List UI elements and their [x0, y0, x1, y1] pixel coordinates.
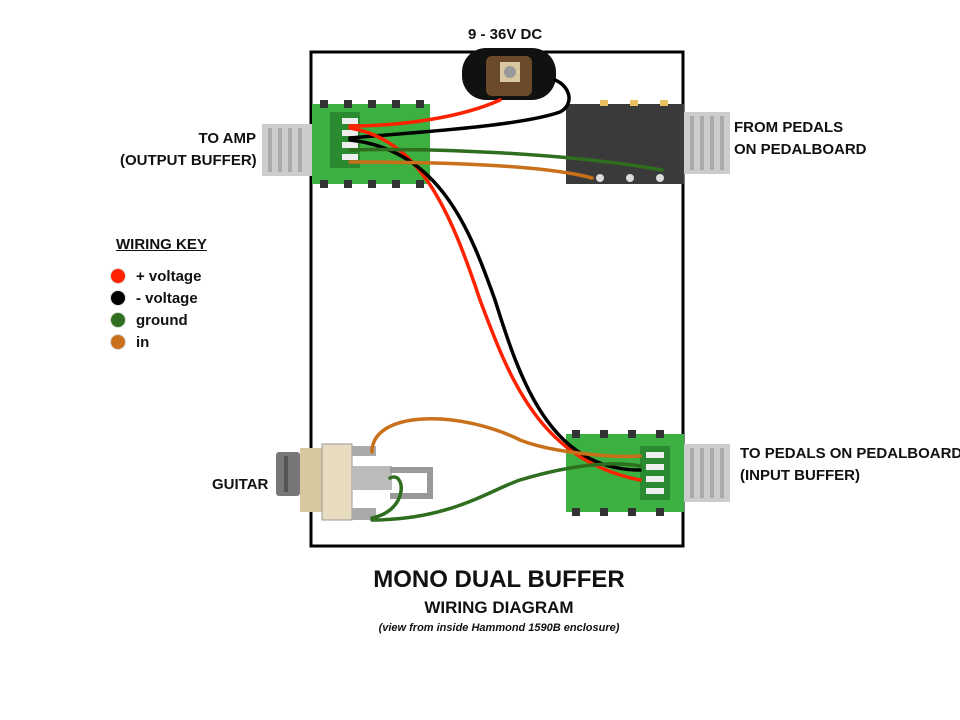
negative-color-swatch: [110, 290, 126, 306]
wire-negative-power: [348, 78, 571, 140]
wiring-key-label: - voltage: [136, 289, 198, 307]
guitar-input-jack: [276, 443, 433, 521]
wire-signal-top: [348, 160, 594, 180]
signal-color-swatch: [110, 334, 126, 350]
wire-ground-top: [348, 147, 664, 172]
power-label: 9 - 36V DC: [468, 26, 543, 43]
wiring-key-item: ground: [110, 309, 188, 331]
input-buffer-board: [566, 430, 730, 516]
wiring-key-label: ground: [136, 311, 188, 329]
to-amp-label: TO AMP: [198, 130, 256, 147]
positive-color-swatch: [110, 268, 126, 284]
pedalboard-return-jack: [566, 100, 730, 184]
input-buffer-label: (INPUT BUFFER): [740, 467, 860, 484]
wire-positive-to-input: [348, 126, 642, 482]
wire-positive-power: [348, 98, 502, 128]
output-buffer-label: (OUTPUT BUFFER): [120, 152, 257, 169]
output-jack: [262, 124, 312, 176]
wiring-key-label: in: [136, 333, 150, 351]
wire-ground-guitar-loop: [370, 475, 403, 520]
ground-color-swatch: [110, 312, 126, 328]
wiring-key-label: + voltage: [136, 267, 202, 285]
wires: [348, 78, 664, 522]
diagram-title: MONO DUAL BUFFER: [373, 566, 625, 593]
diagram-subtitle: WIRING DIAGRAM: [424, 598, 574, 617]
wire-ground-guitar: [370, 462, 642, 522]
wiring-key-item: in: [110, 331, 149, 353]
wiring-key-title: WIRING KEY: [116, 236, 207, 253]
dc-power-jack: [462, 48, 556, 100]
diagram-note: (view from inside Hammond 1590B enclosur…: [378, 622, 620, 634]
wiring-key-item: + voltage: [110, 265, 201, 287]
on-pedalboard-label: ON PEDALBOARD: [734, 141, 867, 158]
wire-signal-guitar: [370, 417, 642, 459]
wiring-key-item: - voltage: [110, 287, 198, 309]
wire-negative-to-input: [348, 138, 642, 472]
to-pedals-label: TO PEDALS ON PEDALBOARD: [740, 445, 960, 462]
guitar-label: GUITAR: [212, 476, 269, 493]
output-buffer-board: [312, 100, 430, 188]
from-pedals-label: FROM PEDALS: [734, 119, 844, 136]
